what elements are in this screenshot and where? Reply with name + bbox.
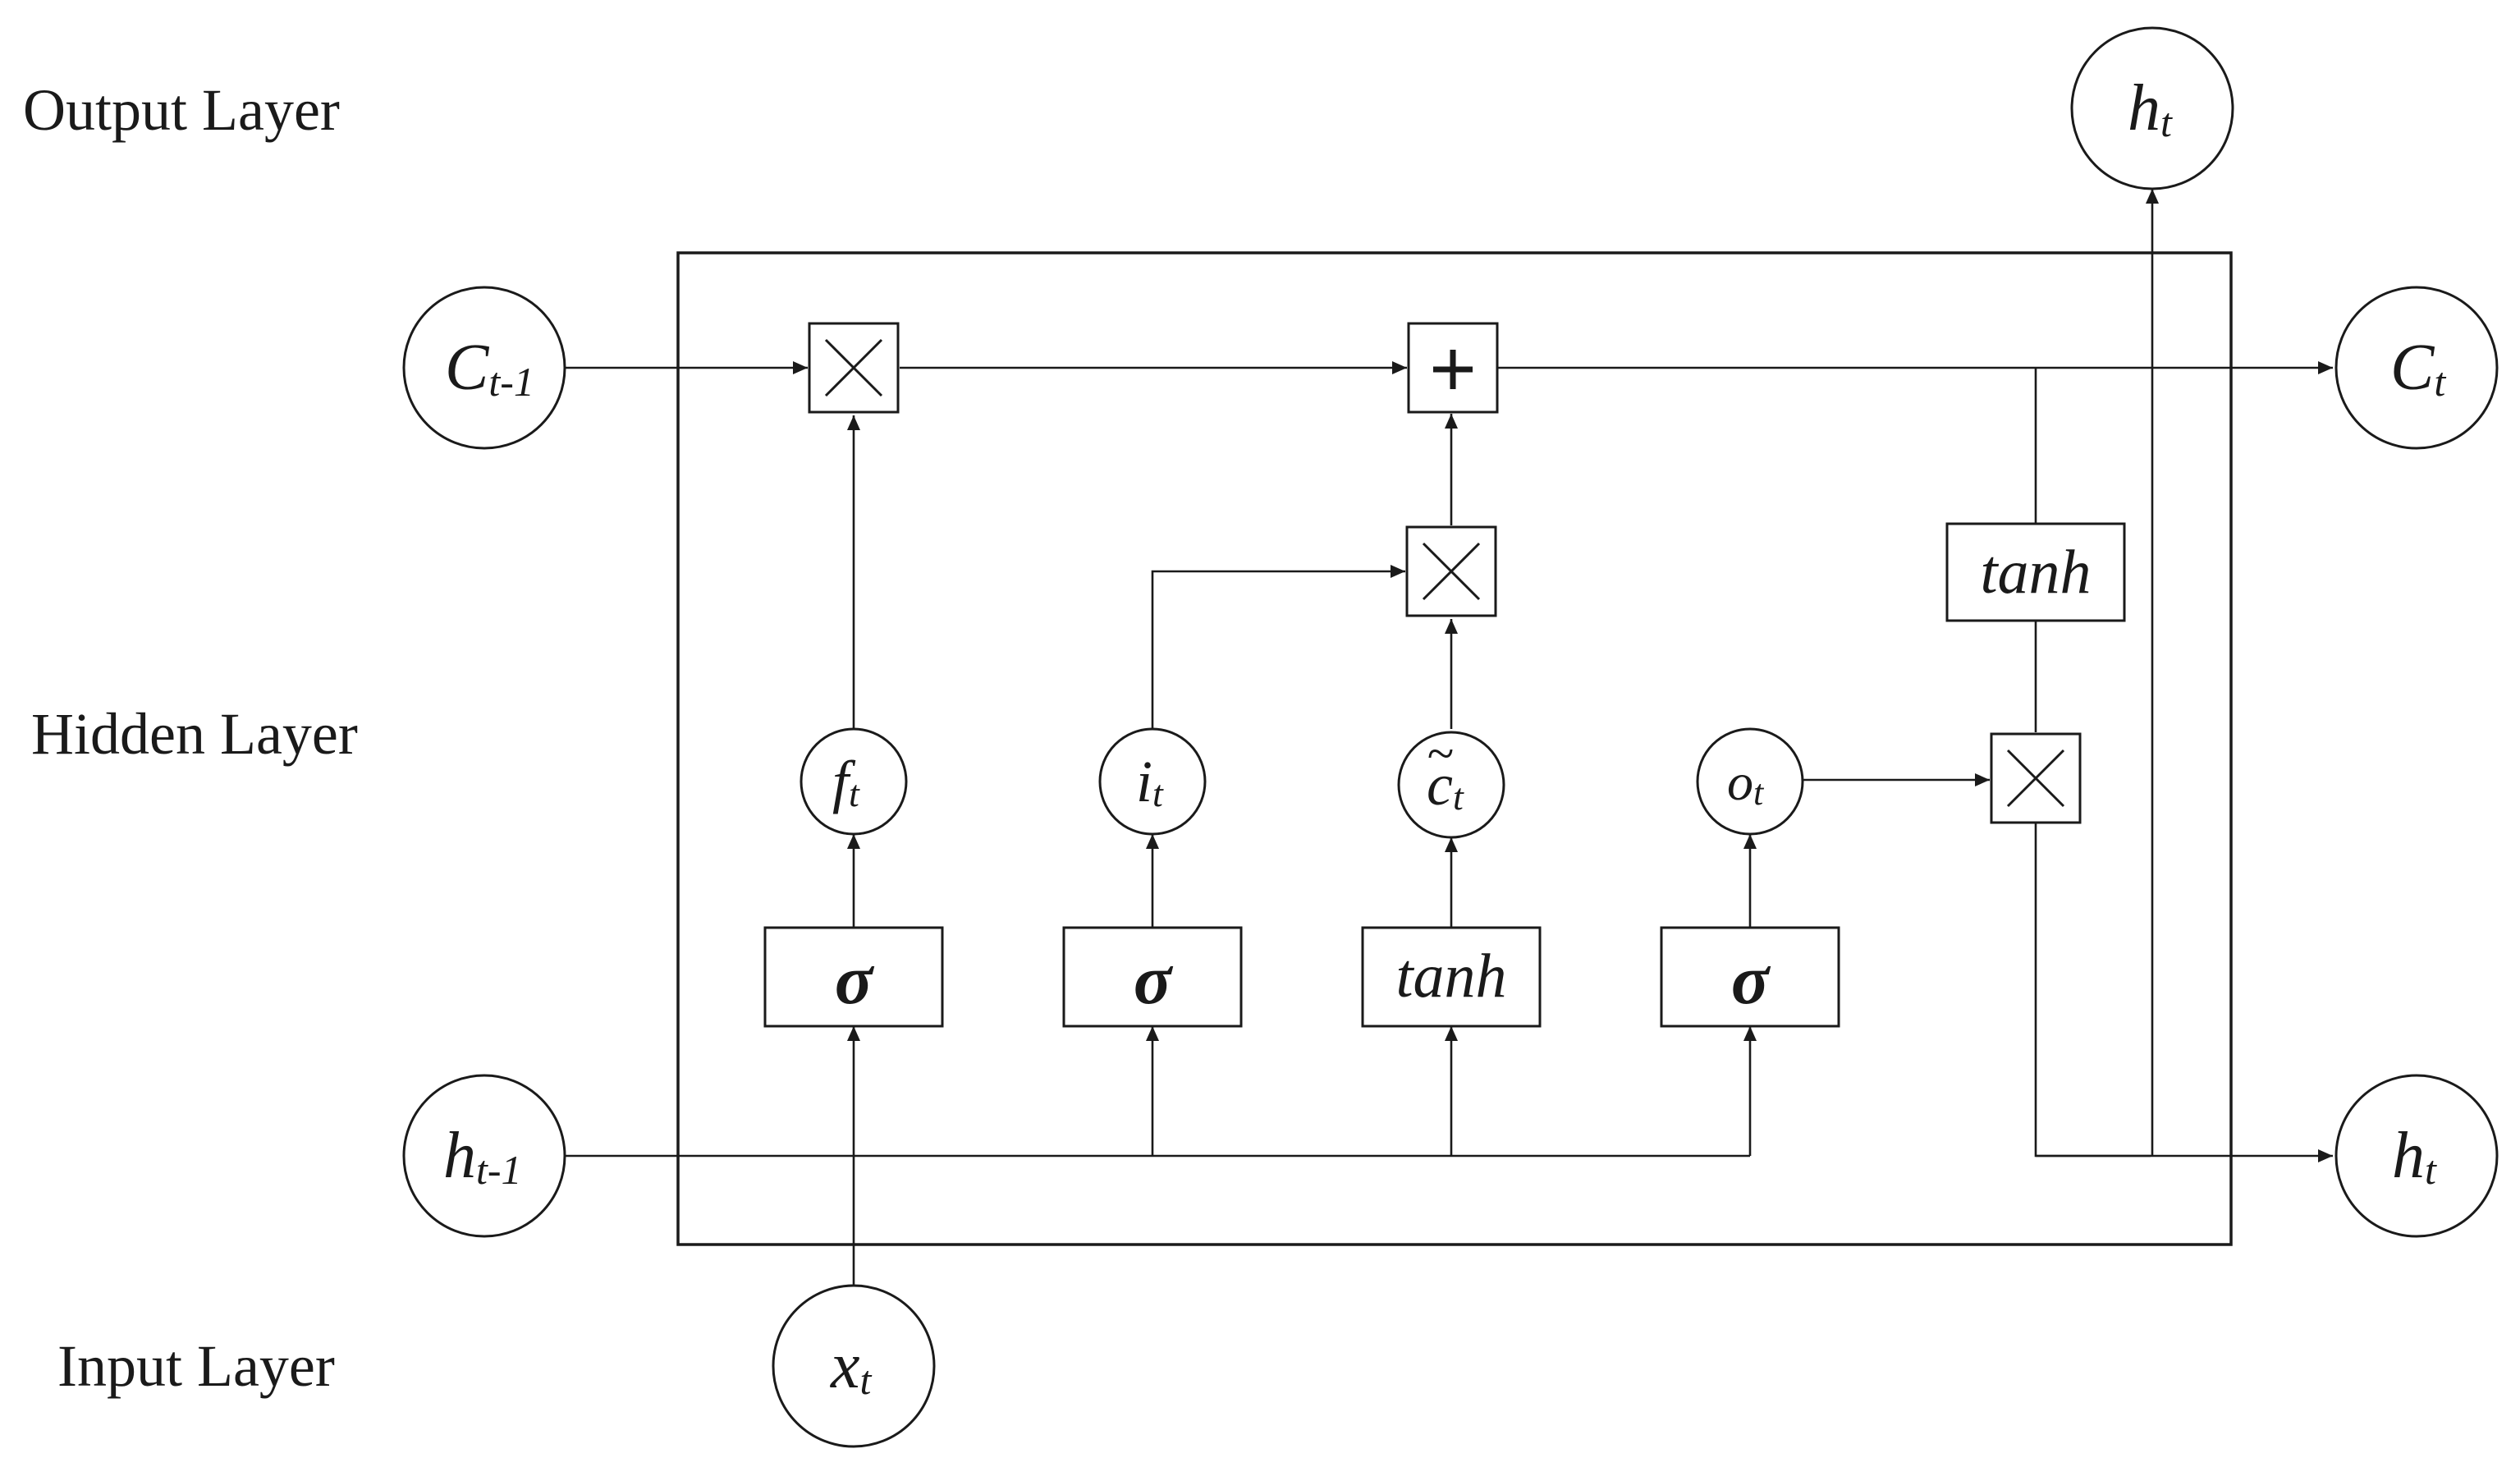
plus-icon xyxy=(1433,350,1473,389)
svg-text:ct: ct xyxy=(1427,752,1464,818)
cell-tanh-box: tanh xyxy=(1945,522,2126,622)
output-layer-label: Output Layer xyxy=(23,77,340,143)
node-c-prev: Ct-1 xyxy=(402,286,566,450)
ht-top-base: h xyxy=(2128,72,2160,144)
input-gate-label: σ xyxy=(1134,940,1174,1019)
ht-top-sub: t xyxy=(2160,99,2173,145)
cell-tanh-label: tanh xyxy=(1980,538,2091,607)
svg-text:ht: ht xyxy=(2128,72,2173,145)
node-h-t-top: ht xyxy=(2070,26,2234,190)
node-x-t: xt xyxy=(772,1284,936,1448)
multiply-icon xyxy=(824,338,883,397)
output-multiply-op xyxy=(1990,732,2082,824)
input-layer-label: Input Layer xyxy=(57,1333,335,1399)
svg-text:ht: ht xyxy=(2392,1120,2437,1193)
ct-sub: t xyxy=(2434,359,2446,405)
ot-sub: t xyxy=(1753,772,1765,813)
output-multiply-to-ht xyxy=(2034,823,2151,1158)
input-gate-box: σ xyxy=(1062,926,1243,1028)
node-h-prev: ht-1 xyxy=(402,1074,566,1238)
h-prev-sub: t-1 xyxy=(476,1147,522,1193)
input-multiply-op xyxy=(1405,525,1497,617)
node-c-t: Ct xyxy=(2334,286,2499,450)
node-o-t: ot xyxy=(1696,727,1804,836)
node-c-tilde: ~ ct xyxy=(1397,727,1505,839)
ht-right-sub: t xyxy=(2425,1147,2437,1193)
c-prev-base: C xyxy=(445,332,490,404)
ctilde-base: c xyxy=(1427,752,1453,818)
svg-text:Ct-1: Ct-1 xyxy=(445,332,534,405)
forget-gate-box: σ xyxy=(763,926,944,1028)
forget-multiply-op xyxy=(808,322,900,414)
it-to-multiply xyxy=(1151,565,1405,729)
ft-sub: t xyxy=(849,772,860,814)
it-base: i xyxy=(1136,749,1152,814)
output-gate-label: σ xyxy=(1731,940,1771,1019)
svg-text:xt: xt xyxy=(830,1330,873,1403)
h-prev-base: h xyxy=(443,1120,476,1192)
add-op xyxy=(1407,322,1499,414)
multiply-icon xyxy=(2006,749,2065,808)
output-gate-box: σ xyxy=(1660,926,1840,1028)
multiply-icon xyxy=(1422,542,1481,601)
xt-sub: t xyxy=(860,1357,873,1403)
node-h-t-right: ht xyxy=(2334,1074,2499,1238)
svg-text:ot: ot xyxy=(1727,753,1765,813)
ot-base: o xyxy=(1727,753,1753,811)
node-f-t: ft xyxy=(800,727,908,836)
forget-gate-label: σ xyxy=(835,940,875,1019)
c-prev-sub: t-1 xyxy=(488,359,534,405)
connections xyxy=(565,189,2333,1286)
hidden-layer-label: Hidden Layer xyxy=(31,701,358,767)
node-i-t: it xyxy=(1098,727,1207,836)
xt-base: x xyxy=(830,1330,860,1402)
ht-right-base: h xyxy=(2392,1120,2425,1192)
ctilde-accent: ~ xyxy=(1427,727,1453,781)
ct-base: C xyxy=(2390,332,2435,404)
ctilde-sub: t xyxy=(1453,776,1464,818)
lstm-cell-boundary xyxy=(676,251,2233,1246)
svg-text:it: it xyxy=(1136,749,1164,814)
svg-text:Ct: Ct xyxy=(2390,332,2446,405)
candidate-gate-box: tanh xyxy=(1361,926,1542,1028)
svg-text:ht-1: ht-1 xyxy=(443,1120,522,1193)
candidate-gate-label: tanh xyxy=(1395,942,1506,1011)
it-sub: t xyxy=(1152,772,1164,814)
